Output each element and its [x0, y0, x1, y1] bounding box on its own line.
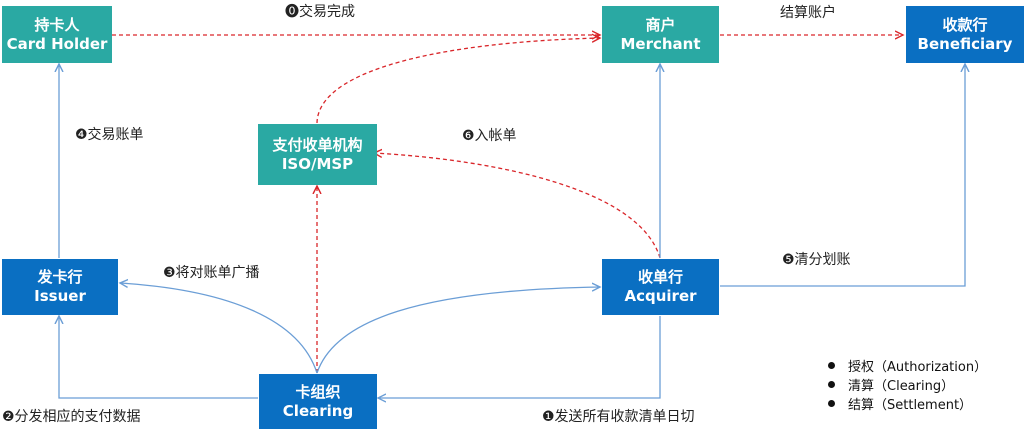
node-acquirer-en: Acquirer: [624, 287, 697, 305]
node-issuer-cn: 发卡行: [37, 268, 83, 286]
bullet-icon: [828, 362, 835, 369]
node-iso-msp: 支付收单机构 ISO/MSP: [258, 124, 377, 185]
node-acquirer: 收单行 Acquirer: [602, 259, 719, 315]
node-merchant: 商户 Merchant: [602, 6, 719, 63]
node-merchant-en: Merchant: [620, 34, 701, 53]
edge-acquirer-clearing: [378, 316, 661, 398]
bullet-icon: [828, 400, 835, 407]
node-card-holder-en: Card Holder: [6, 34, 108, 53]
node-issuer-en: Issuer: [34, 287, 86, 305]
legend-text: 清算（Clearing）: [848, 379, 955, 394]
label-step4: ❹交易账单: [75, 127, 144, 143]
legend-item-settlement: 结算（Settlement）: [828, 394, 987, 413]
edge-clearing-issuer: [59, 316, 258, 399]
node-clearing-en: Clearing: [282, 401, 354, 420]
node-acquirer-cn: 收单行: [637, 268, 683, 286]
node-card-holder-cn: 持卡人: [34, 15, 80, 34]
node-beneficiary-cn: 收款行: [942, 15, 988, 34]
label-step3: ❸将对账单广播: [163, 265, 260, 281]
label-step2: ❷分发相应的支付数据: [2, 409, 141, 425]
node-iso-msp-cn: 支付收单机构: [272, 135, 363, 154]
node-iso-msp-en: ISO/MSP: [281, 154, 354, 173]
node-beneficiary: 收款行 Beneficiary: [906, 6, 1024, 63]
legend: 授权（Authorization） 清算（Clearing） 结算（Settle…: [828, 356, 987, 413]
legend-item-clearing: 清算（Clearing）: [828, 375, 987, 394]
node-clearing-cn: 卡组织: [295, 382, 341, 401]
legend-text: 结算（Settlement）: [848, 398, 973, 413]
label-step1: ❶发送所有收款清单日切: [542, 409, 695, 425]
node-issuer: 发卡行 Issuer: [2, 259, 118, 315]
edge-acquirer-iso: [374, 153, 661, 259]
label-step0: ⓿交易完成: [285, 4, 355, 20]
bullet-icon: [828, 381, 835, 388]
node-clearing: 卡组织 Clearing: [259, 374, 377, 429]
edge-iso-merchant: [316, 38, 600, 124]
node-card-holder: 持卡人 Card Holder: [2, 6, 112, 63]
legend-text: 授权（Authorization）: [848, 360, 988, 375]
edge-acquirer-beneficiary: [720, 64, 965, 287]
edge-clearing-acquirer: [316, 287, 600, 374]
label-step6: ❻入帐单: [462, 128, 517, 144]
label-settlement-account: 结算账户: [780, 5, 836, 21]
node-beneficiary-en: Beneficiary: [917, 34, 1013, 53]
legend-item-authorization: 授权（Authorization）: [828, 356, 987, 375]
edge-clearing-issuer-broadcast: [120, 283, 318, 374]
node-merchant-cn: 商户: [645, 15, 676, 34]
label-step5: ❺清分划账: [782, 252, 851, 268]
